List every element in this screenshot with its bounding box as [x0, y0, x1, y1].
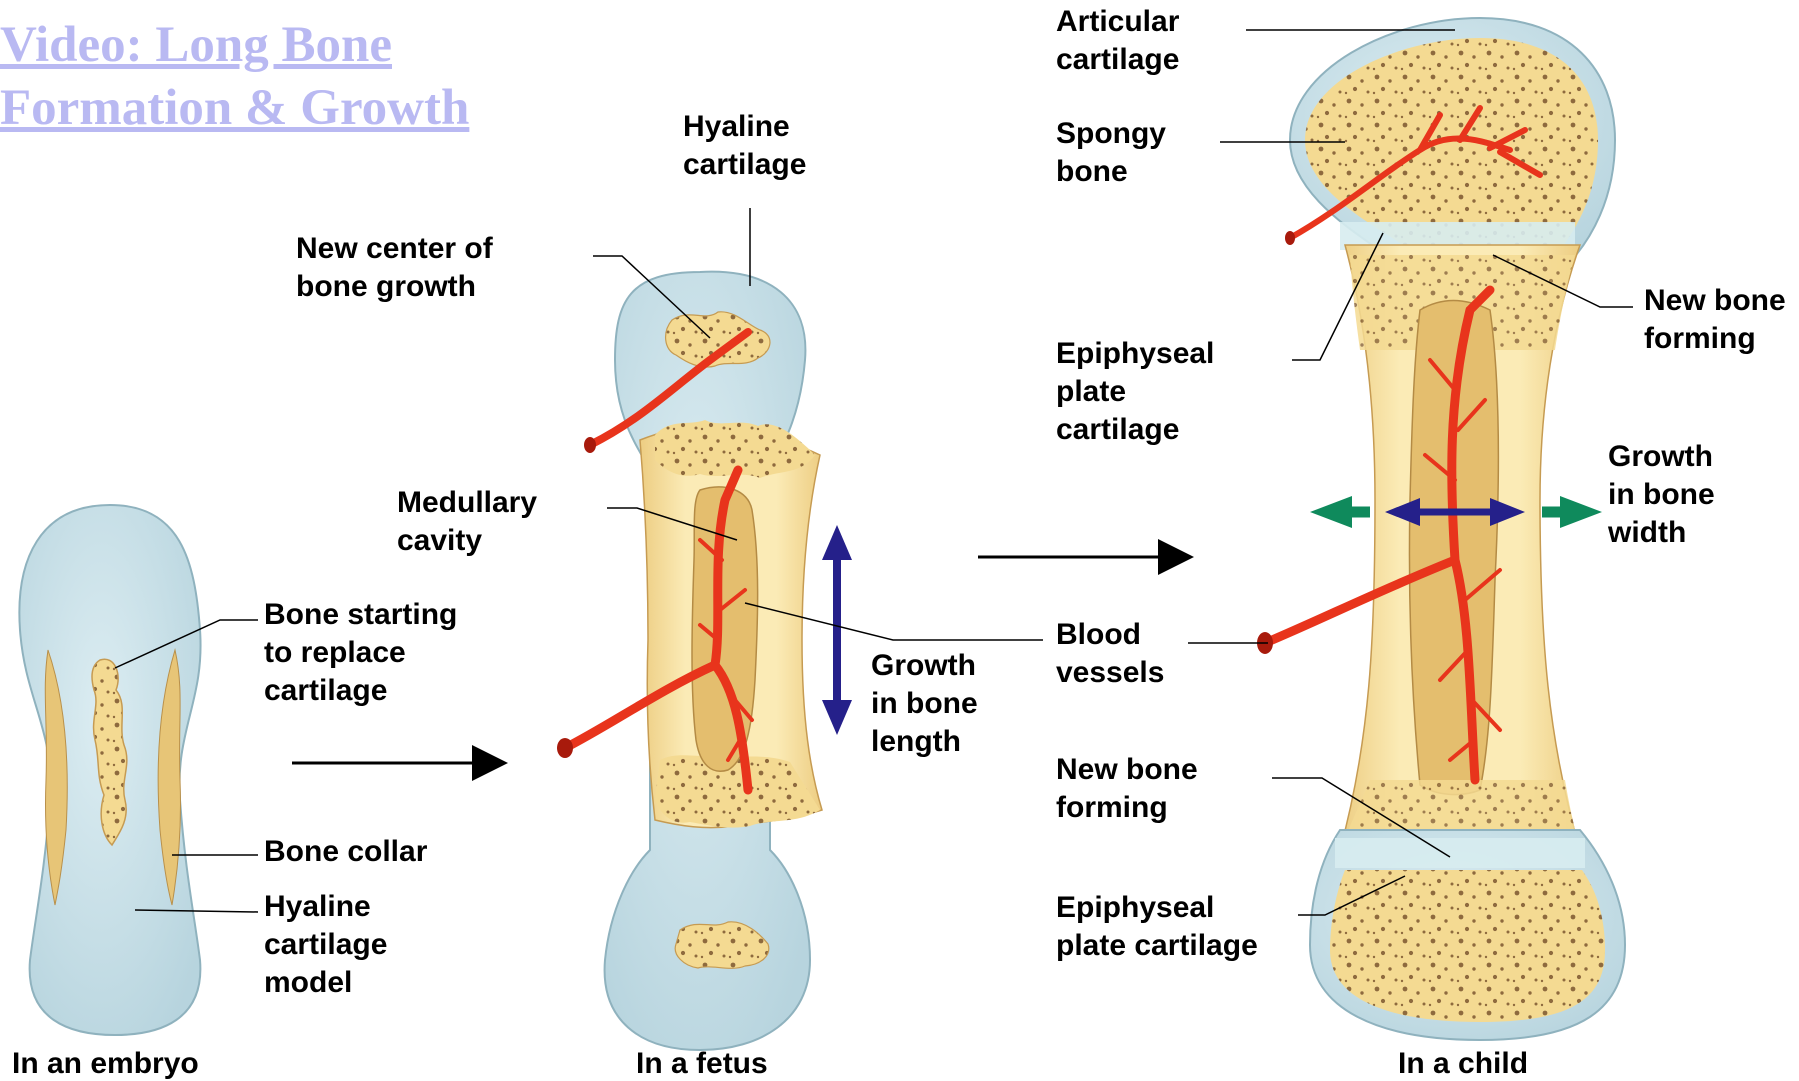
- child-epiphyseal-plate-bottom: [1335, 838, 1585, 868]
- label-child-new-bone-bottom: New bone forming: [1056, 751, 1198, 827]
- label-embryo-hyaline-model: Hyaline cartilage model: [264, 888, 387, 1002]
- embryo-bone: [19, 505, 200, 1035]
- label-child-epiphyseal-bottom: Epiphyseal plate cartilage: [1056, 889, 1258, 965]
- label-embryo-bone-starting: Bone starting to replace cartilage: [264, 596, 457, 710]
- child-bone: [1257, 18, 1625, 1040]
- fetus-vessel-end-lower: [557, 738, 573, 758]
- caption-embryo: In an embryo: [12, 1047, 199, 1081]
- fetus-vessel-end-upper: [584, 437, 596, 453]
- label-fetus-new-center: New center of bone growth: [296, 230, 493, 306]
- caption-child: In a child: [1398, 1047, 1528, 1081]
- label-child-articular: Articular cartilage: [1056, 3, 1179, 79]
- growth-length-arrow: [822, 525, 852, 735]
- video-link[interactable]: Video: Long Bone Formation & Growth: [0, 14, 469, 140]
- fetus-bone: [557, 272, 822, 1050]
- label-child-blood-vessels: Blood vessels: [1056, 616, 1164, 692]
- label-fetus-hyaline: Hyaline cartilage: [683, 108, 806, 184]
- child-vessel-end-upper: [1285, 231, 1295, 245]
- label-fetus-growth-length: Growth in bone length: [871, 647, 978, 761]
- label-fetus-medullary: Medullary cavity: [397, 484, 537, 560]
- label-child-new-bone-top: New bone forming: [1644, 282, 1786, 358]
- label-embryo-bone-collar: Bone collar: [264, 833, 427, 871]
- caption-fetus: In a fetus: [636, 1047, 768, 1081]
- label-child-spongy: Spongy bone: [1056, 115, 1166, 191]
- label-child-growth-width: Growth in bone width: [1608, 438, 1715, 552]
- label-child-epiphyseal-top: Epiphyseal plate cartilage: [1056, 335, 1214, 449]
